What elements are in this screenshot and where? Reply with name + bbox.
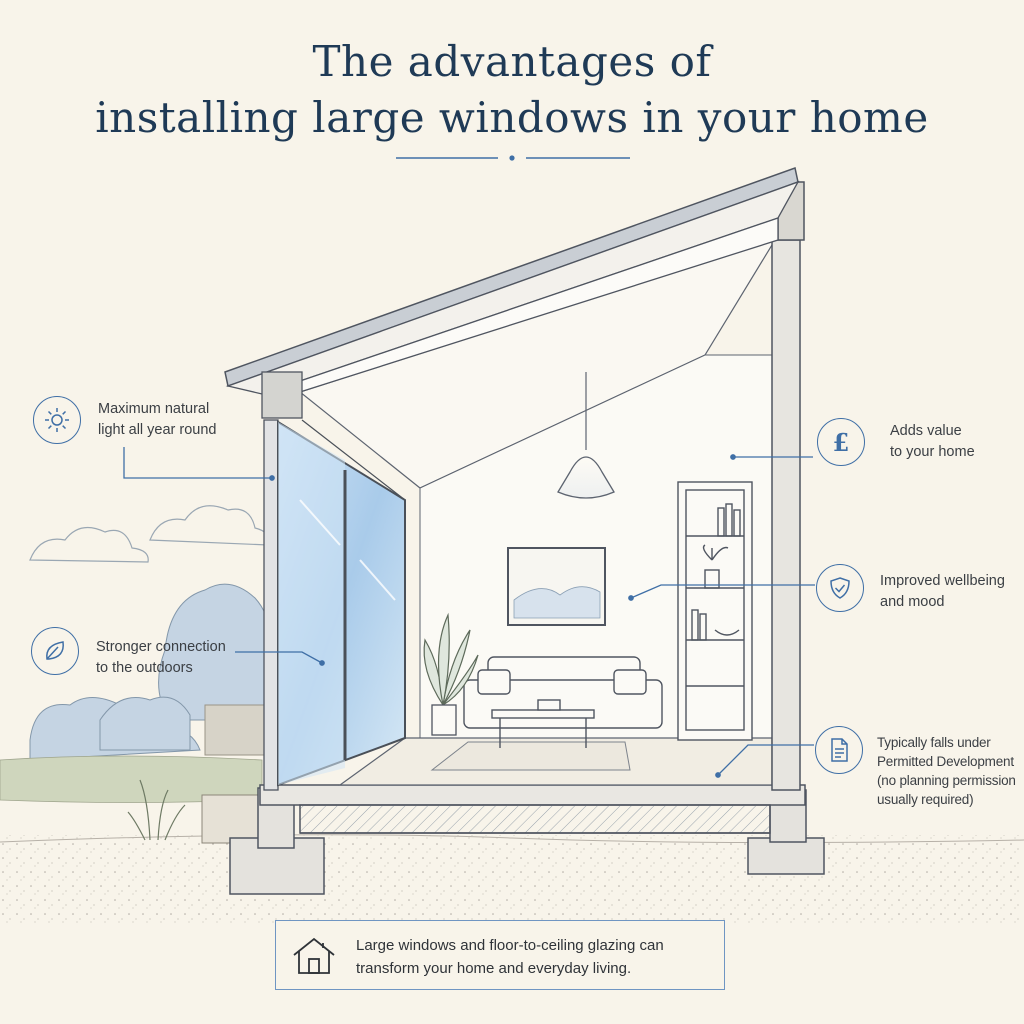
callout-leader-lines — [123, 447, 815, 778]
callout-value: Adds value to your home — [890, 421, 975, 463]
callout-wellbeing-line-2: and mood — [880, 594, 945, 610]
summary-box: Large windows and floor-to-ceiling glazi… — [275, 920, 725, 990]
pendant-lamp — [557, 372, 615, 499]
rug — [430, 741, 631, 771]
summary-line-2: transform your home and everyday living. — [356, 960, 632, 977]
callout-value-line-2: to your home — [890, 444, 975, 460]
page-title: The advantages of installing large windo… — [0, 34, 1024, 146]
sun-icon — [33, 396, 81, 444]
callout-permitted-line-2: Permitted Development — [877, 754, 1014, 769]
callout-outdoors-line-2: to the outdoors — [96, 660, 193, 676]
callout-value-line-1: Adds value — [890, 423, 962, 439]
wall-painting — [507, 547, 606, 626]
title-line-1: The advantages of — [312, 37, 712, 86]
callout-permitted-line-4: usually required) — [877, 792, 974, 807]
bookshelf — [677, 481, 753, 741]
grass-tufts — [127, 779, 186, 841]
callout-permitted-line-3: (no planning permission — [877, 773, 1016, 788]
right-wall — [771, 239, 801, 791]
callout-light: Maximum natural light all year round — [98, 399, 217, 441]
title-line-2: installing large windows in your home — [95, 93, 929, 142]
shield-check-icon — [816, 564, 864, 612]
roof — [224, 167, 800, 419]
callout-permitted-line-1: Typically falls under — [877, 735, 991, 750]
coffee-table — [491, 699, 595, 748]
callout-light-line-2: light all year round — [98, 422, 217, 438]
trees — [29, 583, 273, 761]
summary-text: Large windows and floor-to-ceiling glazi… — [356, 934, 716, 980]
callout-light-line-1: Maximum natural — [98, 401, 210, 417]
large-window — [263, 419, 406, 791]
house-icon — [293, 937, 335, 974]
callout-outdoors: Stronger connection to the outdoors — [96, 637, 226, 679]
ground — [0, 834, 1024, 925]
title-divider — [396, 155, 630, 161]
potted-plant — [423, 612, 479, 736]
callout-wellbeing: Improved wellbeing and mood — [880, 571, 1005, 613]
callout-wellbeing-line-1: Improved wellbeing — [880, 573, 1005, 589]
callout-outdoors-line-1: Stronger connection — [96, 639, 226, 655]
callout-permitted: Typically falls under Permitted Developm… — [877, 733, 1016, 809]
floor-slab — [259, 784, 806, 834]
stone-wall — [201, 794, 261, 844]
leaf-icon — [31, 627, 79, 675]
pound-icon: £ — [817, 418, 865, 466]
clouds — [29, 505, 270, 563]
document-icon — [815, 726, 863, 774]
summary-line-1: Large windows and floor-to-ceiling glazi… — [356, 937, 664, 954]
